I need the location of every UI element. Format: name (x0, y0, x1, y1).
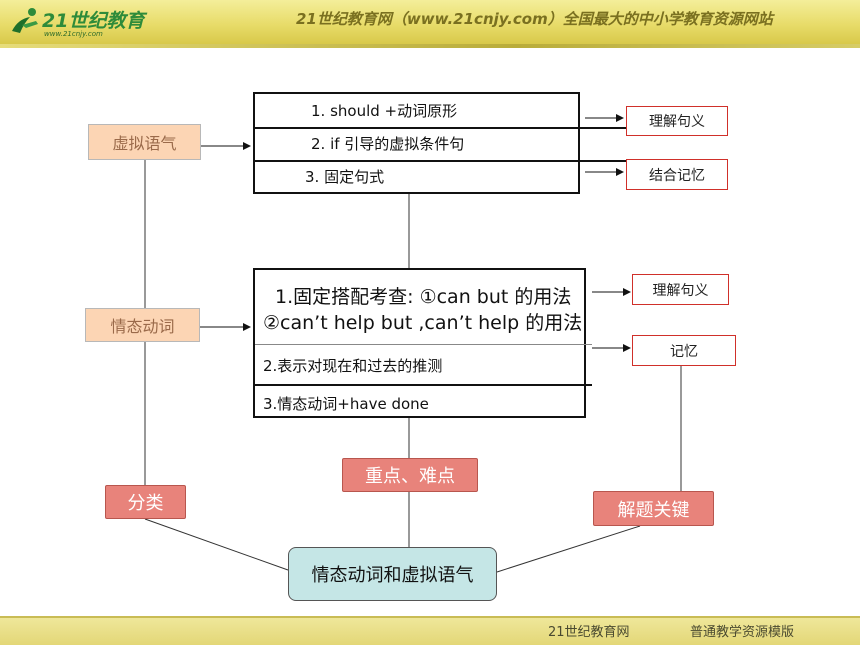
category-subjunctive: 虚拟语气 (88, 124, 201, 160)
subjunctive-point-3: 3. 固定句式 (305, 168, 385, 186)
footer-site: 21世纪教育网 (548, 625, 630, 640)
modal-points-table: 1.固定搭配考查: ①can but 的用法 ②can’t help but ,… (253, 268, 592, 418)
footer-tag: 普通教学资源模版 (690, 625, 795, 640)
modal-point-2: 2.表示对现在和过去的推测 (263, 356, 443, 375)
branch-label-solving-keys: 解题关键 (593, 491, 714, 526)
modal-point-1: 1.固定搭配考查: ①can but 的用法 ②can’t help but ,… (255, 270, 592, 345)
modal-point-1-line-2: ②can’t help but ,can’t help 的用法 (263, 312, 583, 334)
modal-point-3: 3.情态动词+have done (255, 384, 592, 420)
footer-bar (0, 616, 860, 645)
header-band (0, 44, 860, 48)
logo-name: 21世纪教育 (42, 10, 145, 32)
subjunctive-point-1: 1. should +动词原形 (255, 94, 634, 129)
runner-logo-icon (12, 8, 38, 33)
key-box-2: 结合记忆 (626, 159, 728, 190)
branch-label-classification: 分类 (105, 485, 186, 519)
modal-point-1-line-1: 1.固定搭配考查: ①can but 的用法 (275, 286, 572, 308)
logo-url: www.21cnjy.com (44, 30, 103, 38)
subjunctive-points-table: 1. should +动词原形 2. if 引导的虚拟条件句 3. 固定句式 (253, 92, 634, 194)
header-bar (0, 0, 860, 44)
subjunctive-point-2: 2. if 引导的虚拟条件句 (255, 127, 634, 162)
category-modal: 情态动词 (85, 308, 200, 342)
key-box-1: 理解句义 (626, 106, 728, 136)
branch-label-key-points: 重点、难点 (342, 458, 478, 492)
key-box-4: 记忆 (632, 335, 736, 366)
key-box-3: 理解句义 (632, 274, 729, 305)
center-node: 情态动词和虚拟语气 (288, 547, 497, 601)
header-tagline: 21世纪教育网（www.21cnjy.com）全国最大的中小学教育资源网站 (296, 10, 773, 28)
